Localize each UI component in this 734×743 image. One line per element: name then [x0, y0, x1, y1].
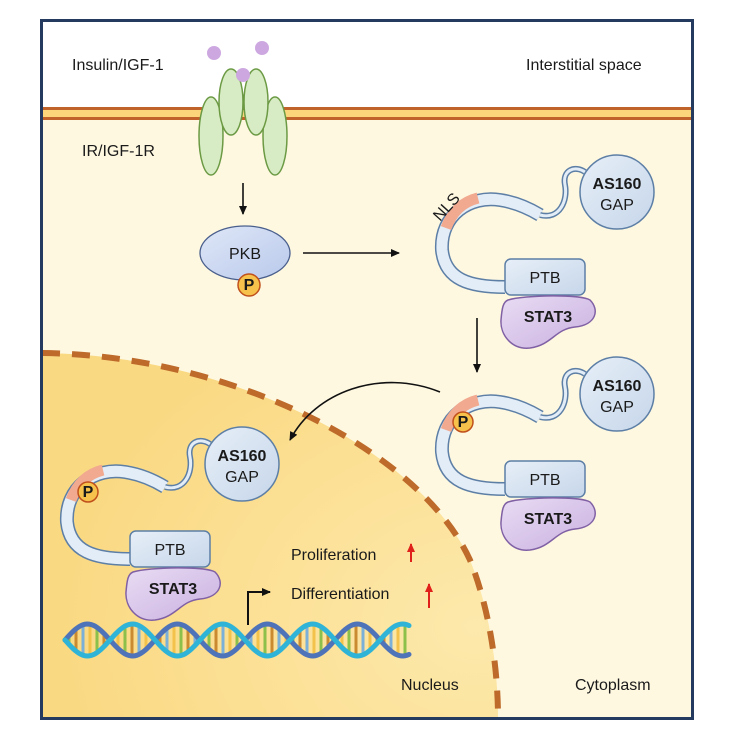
gap-domain	[579, 356, 655, 432]
insulin-receptor	[198, 68, 288, 176]
ptb-label: PTB	[154, 542, 185, 559]
gap-title: AS160	[593, 378, 642, 395]
pkb-phospho-badge: P	[237, 273, 261, 297]
gap-subtitle: GAP	[600, 197, 634, 214]
svg-text:P: P	[83, 484, 94, 501]
arrow-nuclear-import	[289, 381, 441, 441]
stat3-label: STAT3	[524, 511, 572, 528]
gap-subtitle: GAP	[600, 399, 634, 416]
ligand-molecule	[207, 46, 221, 60]
dna-strand	[62, 621, 412, 659]
dna-strand	[62, 621, 412, 659]
stat3	[500, 295, 596, 349]
pkb: PKB P	[199, 225, 291, 297]
nls-segment	[440, 394, 480, 433]
interstitial-space-label: Interstitial space	[526, 57, 642, 74]
dna-double-helix	[62, 621, 412, 659]
gap-title: AS160	[593, 176, 642, 193]
nucleus	[42, 350, 501, 718]
receptor-label: IR/IGF-1R	[82, 143, 155, 160]
nuclear-envelope	[42, 350, 501, 718]
ligand-label: Insulin/IGF-1	[72, 57, 164, 74]
ligand-molecule	[255, 41, 269, 55]
gap-subtitle: GAP	[225, 469, 259, 486]
insulin-ligands	[207, 41, 269, 60]
gap-tether	[539, 369, 586, 420]
ligand-bound	[236, 68, 250, 82]
cell-membrane	[42, 107, 692, 120]
nls-segment	[440, 192, 480, 231]
gap-tether	[164, 439, 211, 490]
nucleus-label: Nucleus	[401, 677, 459, 694]
ptb-domain	[504, 460, 586, 498]
svg-text:P: P	[244, 277, 255, 294]
nucleus-body	[42, 353, 498, 718]
interstitial-space-region	[42, 21, 692, 109]
stat3-label: STAT3	[149, 581, 197, 598]
outcome-proliferation: Proliferation	[291, 547, 376, 564]
phospho-badge: P	[452, 411, 474, 433]
ptb-domain	[129, 530, 211, 568]
gap-domain	[579, 154, 655, 230]
stat3	[125, 567, 221, 621]
gap-domain	[204, 426, 280, 502]
cytoplasm-label: Cytoplasm	[575, 677, 651, 694]
stat3	[500, 497, 596, 551]
pkb-label: PKB	[229, 246, 261, 263]
ptb-label: PTB	[529, 270, 560, 287]
stat3-label: STAT3	[524, 309, 572, 326]
svg-text:P: P	[458, 414, 469, 431]
ptb-label: PTB	[529, 472, 560, 489]
gap-title: AS160	[218, 448, 267, 465]
outcome-differentiation: Differentiation	[291, 586, 389, 603]
figure-frame	[40, 19, 694, 720]
phospho-badge: P	[77, 481, 99, 503]
nls-segment	[65, 464, 105, 503]
transcription-start-arrow	[247, 588, 271, 625]
ptb-domain	[504, 258, 586, 296]
gap-tether	[539, 167, 586, 218]
